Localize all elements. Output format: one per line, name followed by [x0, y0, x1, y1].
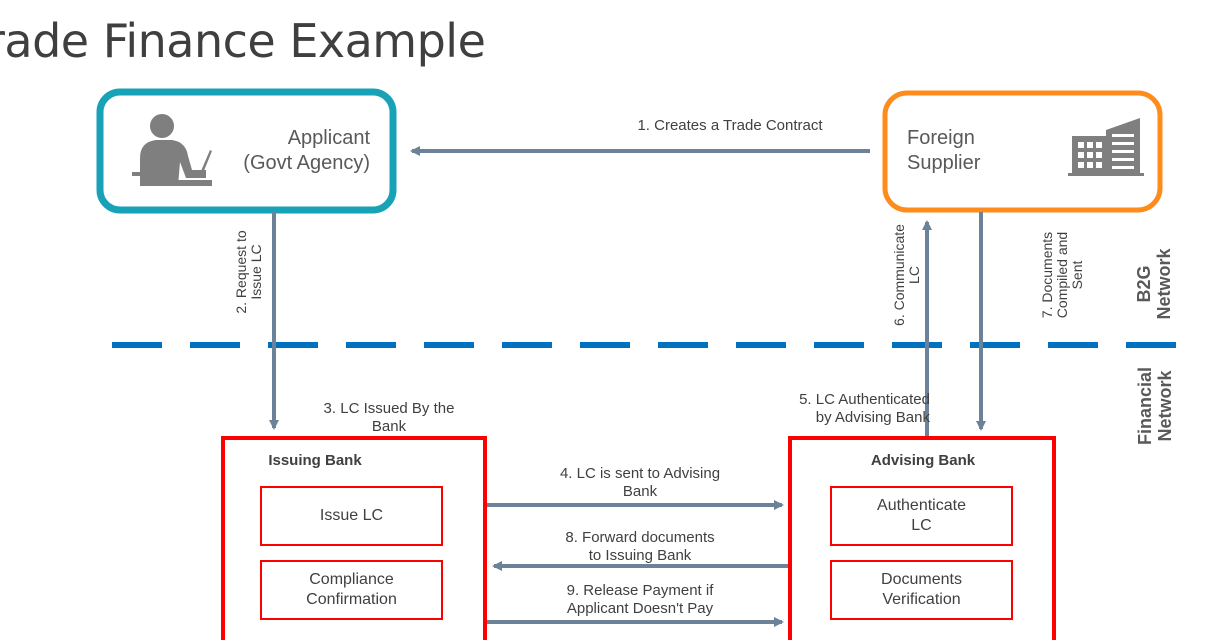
applicant-line2: (Govt Agency): [243, 152, 370, 174]
step-9-label: 9. Release Payment if Applicant Doesn't …: [530, 582, 750, 618]
compliance-confirmation-box: Compliance Confirmation: [260, 560, 443, 620]
compliance-line2: Confirmation: [306, 591, 397, 608]
step-9-line1: 9. Release Payment if: [566, 582, 714, 599]
step-4-line1: 4. LC is sent to Advising: [559, 465, 721, 482]
step-2-line1: 2. Request to: [233, 230, 249, 314]
step-1-label: 1. Creates a Trade Contract: [637, 117, 823, 134]
step-9-line2: Applicant Doesn't Pay: [566, 600, 714, 617]
step-6-label: 6. Communicate LC: [891, 213, 926, 337]
documents-line1: Documents: [881, 571, 962, 588]
supplier-line2: Supplier: [907, 152, 981, 174]
step-8-line1: 8. Forward documents: [565, 529, 715, 546]
applicant-label: Applicant (Govt Agency): [210, 126, 370, 176]
documents-verification-box: Documents Verification: [830, 560, 1013, 620]
documents-line2: Verification: [882, 591, 961, 608]
step-3-line1: 3. LC Issued By the: [323, 400, 455, 417]
issuing-bank-title: Issuing Bank: [268, 452, 362, 469]
compliance-line1: Compliance: [309, 571, 394, 588]
issue-lc-label: Issue LC: [319, 507, 384, 524]
b2g-line2: Network: [1154, 248, 1174, 320]
person-computer-icon: [132, 114, 212, 186]
b2g-line1: B2G: [1134, 265, 1154, 303]
supplier-line1: Foreign: [907, 127, 975, 149]
step-8-line2: to Issuing Bank: [588, 547, 692, 564]
step-7-line2: Compiled and: [1054, 231, 1070, 319]
building-icon: [1068, 118, 1144, 176]
step-2-line2: Issue LC: [248, 244, 264, 300]
advising-bank-title: Advising Bank: [870, 452, 976, 469]
step-6-line1: 6. Communicate: [891, 224, 907, 326]
step-5-line2: by Advising Bank: [815, 409, 930, 426]
supplier-label: Foreign Supplier: [907, 126, 1037, 176]
step-4-label: 4. LC is sent to Advising Bank: [520, 465, 760, 501]
step-7-line1: 7. Documents: [1039, 231, 1055, 319]
applicant-line1: Applicant: [287, 127, 370, 149]
page-title: rade Finance Example: [0, 14, 486, 68]
step-8-label: 8. Forward documents to Issuing Bank: [530, 529, 750, 565]
step-7-label: 7. Documents Compiled and Sent: [1039, 220, 1090, 330]
authenticate-lc-box: Authenticate LC: [830, 486, 1013, 546]
financial-network-label: Financial Network: [1135, 354, 1179, 458]
step-3-label: 3. LC Issued By the Bank: [296, 400, 482, 436]
step-5-line1: 5. LC Authenticated: [799, 391, 930, 408]
step-2-label: 2. Request to Issue LC: [233, 217, 268, 327]
financial-line1: Financial: [1135, 366, 1155, 446]
step-3-line2: Bank: [371, 418, 407, 435]
step-4-line2: Bank: [622, 483, 658, 500]
supplier-node-border: [882, 90, 1163, 213]
step-6-line2: LC: [906, 266, 922, 284]
b2g-network-label: B2G Network: [1134, 236, 1178, 332]
financial-line2: Network: [1155, 370, 1175, 442]
step-5-label: 5. LC Authenticated by Advising Bank: [740, 391, 930, 427]
authenticate-line1: Authenticate: [877, 497, 966, 514]
step-7-line3: Sent: [1069, 260, 1085, 290]
authenticate-line2: LC: [911, 517, 932, 534]
issue-lc-box: Issue LC: [260, 486, 443, 546]
